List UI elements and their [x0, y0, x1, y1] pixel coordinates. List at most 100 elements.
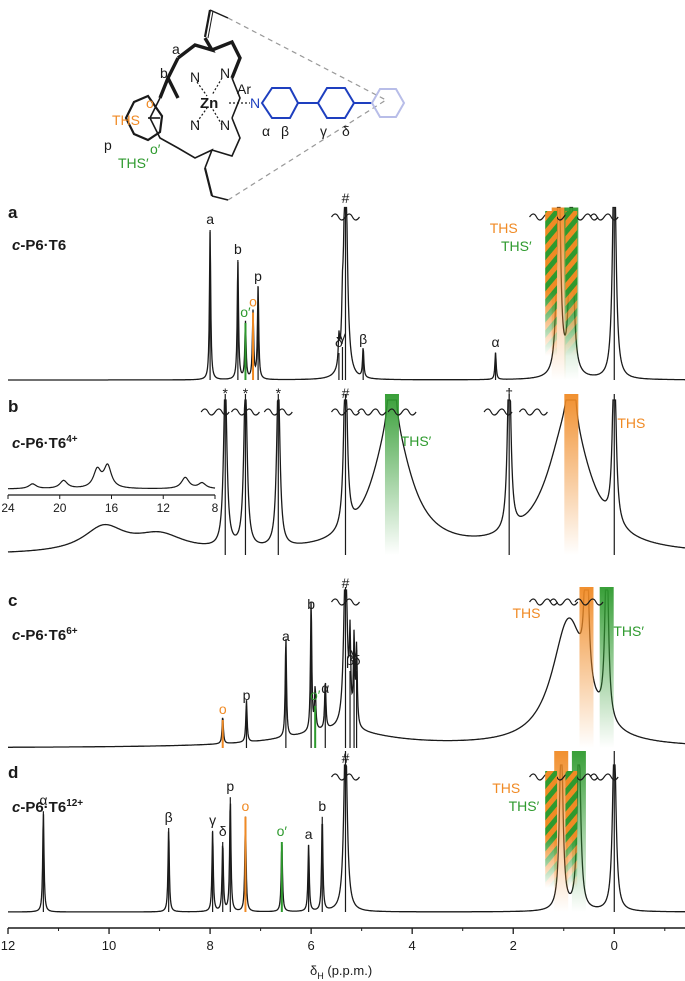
panel-letter-d: d — [8, 763, 18, 782]
peak-label-b-6: THS — [617, 415, 645, 431]
axis-break-b — [263, 408, 293, 416]
x-tick-label: 12 — [1, 938, 15, 953]
ligand-label-delta: δ — [342, 123, 350, 139]
striped-band-a-0 — [545, 211, 558, 356]
peak-label-b-0: * — [223, 385, 229, 401]
nitrogen-label-3: N — [190, 117, 200, 133]
inset-tick-label: 20 — [53, 501, 67, 515]
peak-label-a-10: THS — [490, 220, 518, 236]
spectrum-trace-b — [7, 399, 685, 553]
meso-aryl-ring — [124, 94, 164, 142]
proton-label-b: b — [160, 65, 168, 81]
x-tick-label: 0 — [611, 938, 618, 953]
peak-label-b-4: THS′ — [401, 433, 432, 449]
aryl-label: Ar — [237, 81, 251, 97]
peak-band-b-6 — [564, 394, 579, 555]
peak-label-d-2: γ — [209, 812, 216, 828]
peak-label-a-6: γ — [339, 328, 346, 344]
axis-break-b — [330, 408, 360, 416]
pyridine-n-label: N — [250, 95, 260, 111]
sample-name-a: c-P6·T6 — [12, 237, 66, 254]
panel-b: bc-P6·T64+***#THS′†THS — [7, 385, 685, 555]
para-label-p: p — [104, 137, 112, 153]
peak-label-a-1: b — [234, 241, 242, 257]
peak-band-c-11 — [599, 587, 614, 748]
porphyrin-structure-diagram: N N N N Zn Ar a b THS o p o′ THS′ N α β … — [104, 9, 406, 201]
peak-label-c-11: THS′ — [613, 623, 644, 639]
axis-break-c — [574, 598, 604, 606]
ligand-label-beta: β — [281, 123, 289, 139]
peak-label-b-2: * — [276, 385, 282, 401]
x-tick-label: 2 — [510, 938, 517, 953]
x-tick-label: 10 — [102, 938, 116, 953]
porphyrin-back-bonds — [149, 97, 241, 169]
peak-label-c-10: THS — [512, 605, 540, 621]
ortho-label-o: o — [146, 95, 154, 111]
nitrogen-label-2: N — [220, 65, 230, 81]
peak-label-d-3: δ — [219, 823, 227, 839]
peak-label-b-5: † — [505, 385, 513, 401]
axis-break-b — [387, 408, 417, 416]
peak-label-b-1: * — [243, 385, 249, 401]
peak-band-d-10 — [554, 751, 569, 912]
x-tick-label: 8 — [206, 938, 213, 953]
inset-trace — [8, 463, 216, 490]
axis-break-b — [230, 408, 260, 416]
peak-label-c-1: p — [243, 687, 251, 703]
axis-break-c — [330, 598, 360, 606]
peak-label-c-9: δ — [353, 652, 361, 668]
sample-name-c: c-P6·T66+ — [12, 626, 78, 644]
axis-break-a — [589, 213, 619, 221]
peak-label-c-4: o′ — [310, 687, 321, 703]
porphyrin-front-bonds — [158, 37, 242, 99]
zinc-label: Zn — [200, 95, 218, 112]
peak-band-b-4 — [384, 394, 399, 555]
faded-phenyl-ring — [370, 88, 406, 118]
inset-tick-label: 8 — [212, 501, 219, 515]
ortho-label-o-prime: o′ — [150, 141, 161, 157]
panel-letter-c: c — [8, 591, 17, 610]
peak-label-d-5: o — [242, 798, 250, 814]
peak-label-a-4: o — [249, 294, 257, 310]
ths-label-structure: THS — [112, 112, 140, 128]
axis-break-c — [549, 598, 579, 606]
phenyl-ring — [316, 87, 356, 119]
panel-letter-a: a — [8, 203, 18, 222]
peak-label-a-0: a — [206, 211, 214, 227]
striped-band-d-0 — [545, 771, 558, 888]
peak-label-a-7: # — [342, 190, 350, 206]
peak-label-a-5: δ — [335, 334, 343, 350]
ligand-label-gamma: γ — [320, 123, 327, 139]
sample-name-d: c-P6·T612+ — [12, 798, 83, 816]
peak-label-a-2: p — [254, 268, 262, 284]
axis-break-d — [330, 773, 360, 781]
alkyne-bottom — [203, 167, 214, 197]
peak-label-d-11: THS′ — [509, 798, 540, 814]
peak-label-d-0: α — [39, 792, 47, 808]
peak-label-d-6: o′ — [277, 823, 288, 839]
axis-break-b — [200, 408, 230, 416]
peak-label-c-5: α — [321, 680, 329, 696]
panel-letter-b: b — [8, 397, 18, 416]
axis-break-c — [529, 598, 559, 606]
peak-label-c-6: # — [342, 575, 350, 591]
peak-label-d-8: b — [318, 798, 326, 814]
inset-tick-label: 16 — [105, 501, 119, 515]
peak-label-c-0: o — [219, 701, 227, 717]
x-tick-label: 4 — [409, 938, 416, 953]
x-axis-title: δH (p.p.m.) — [310, 963, 372, 981]
sample-name-b: c-P6·T64+ — [12, 434, 78, 452]
axis-break-b — [357, 408, 387, 416]
spectrum-trace-a — [8, 206, 685, 381]
peak-label-c-8: γ — [351, 645, 358, 661]
peak-label-d-10: THS — [492, 780, 520, 796]
peak-label-d-1: β — [165, 809, 173, 825]
axis-break-b — [518, 408, 548, 416]
